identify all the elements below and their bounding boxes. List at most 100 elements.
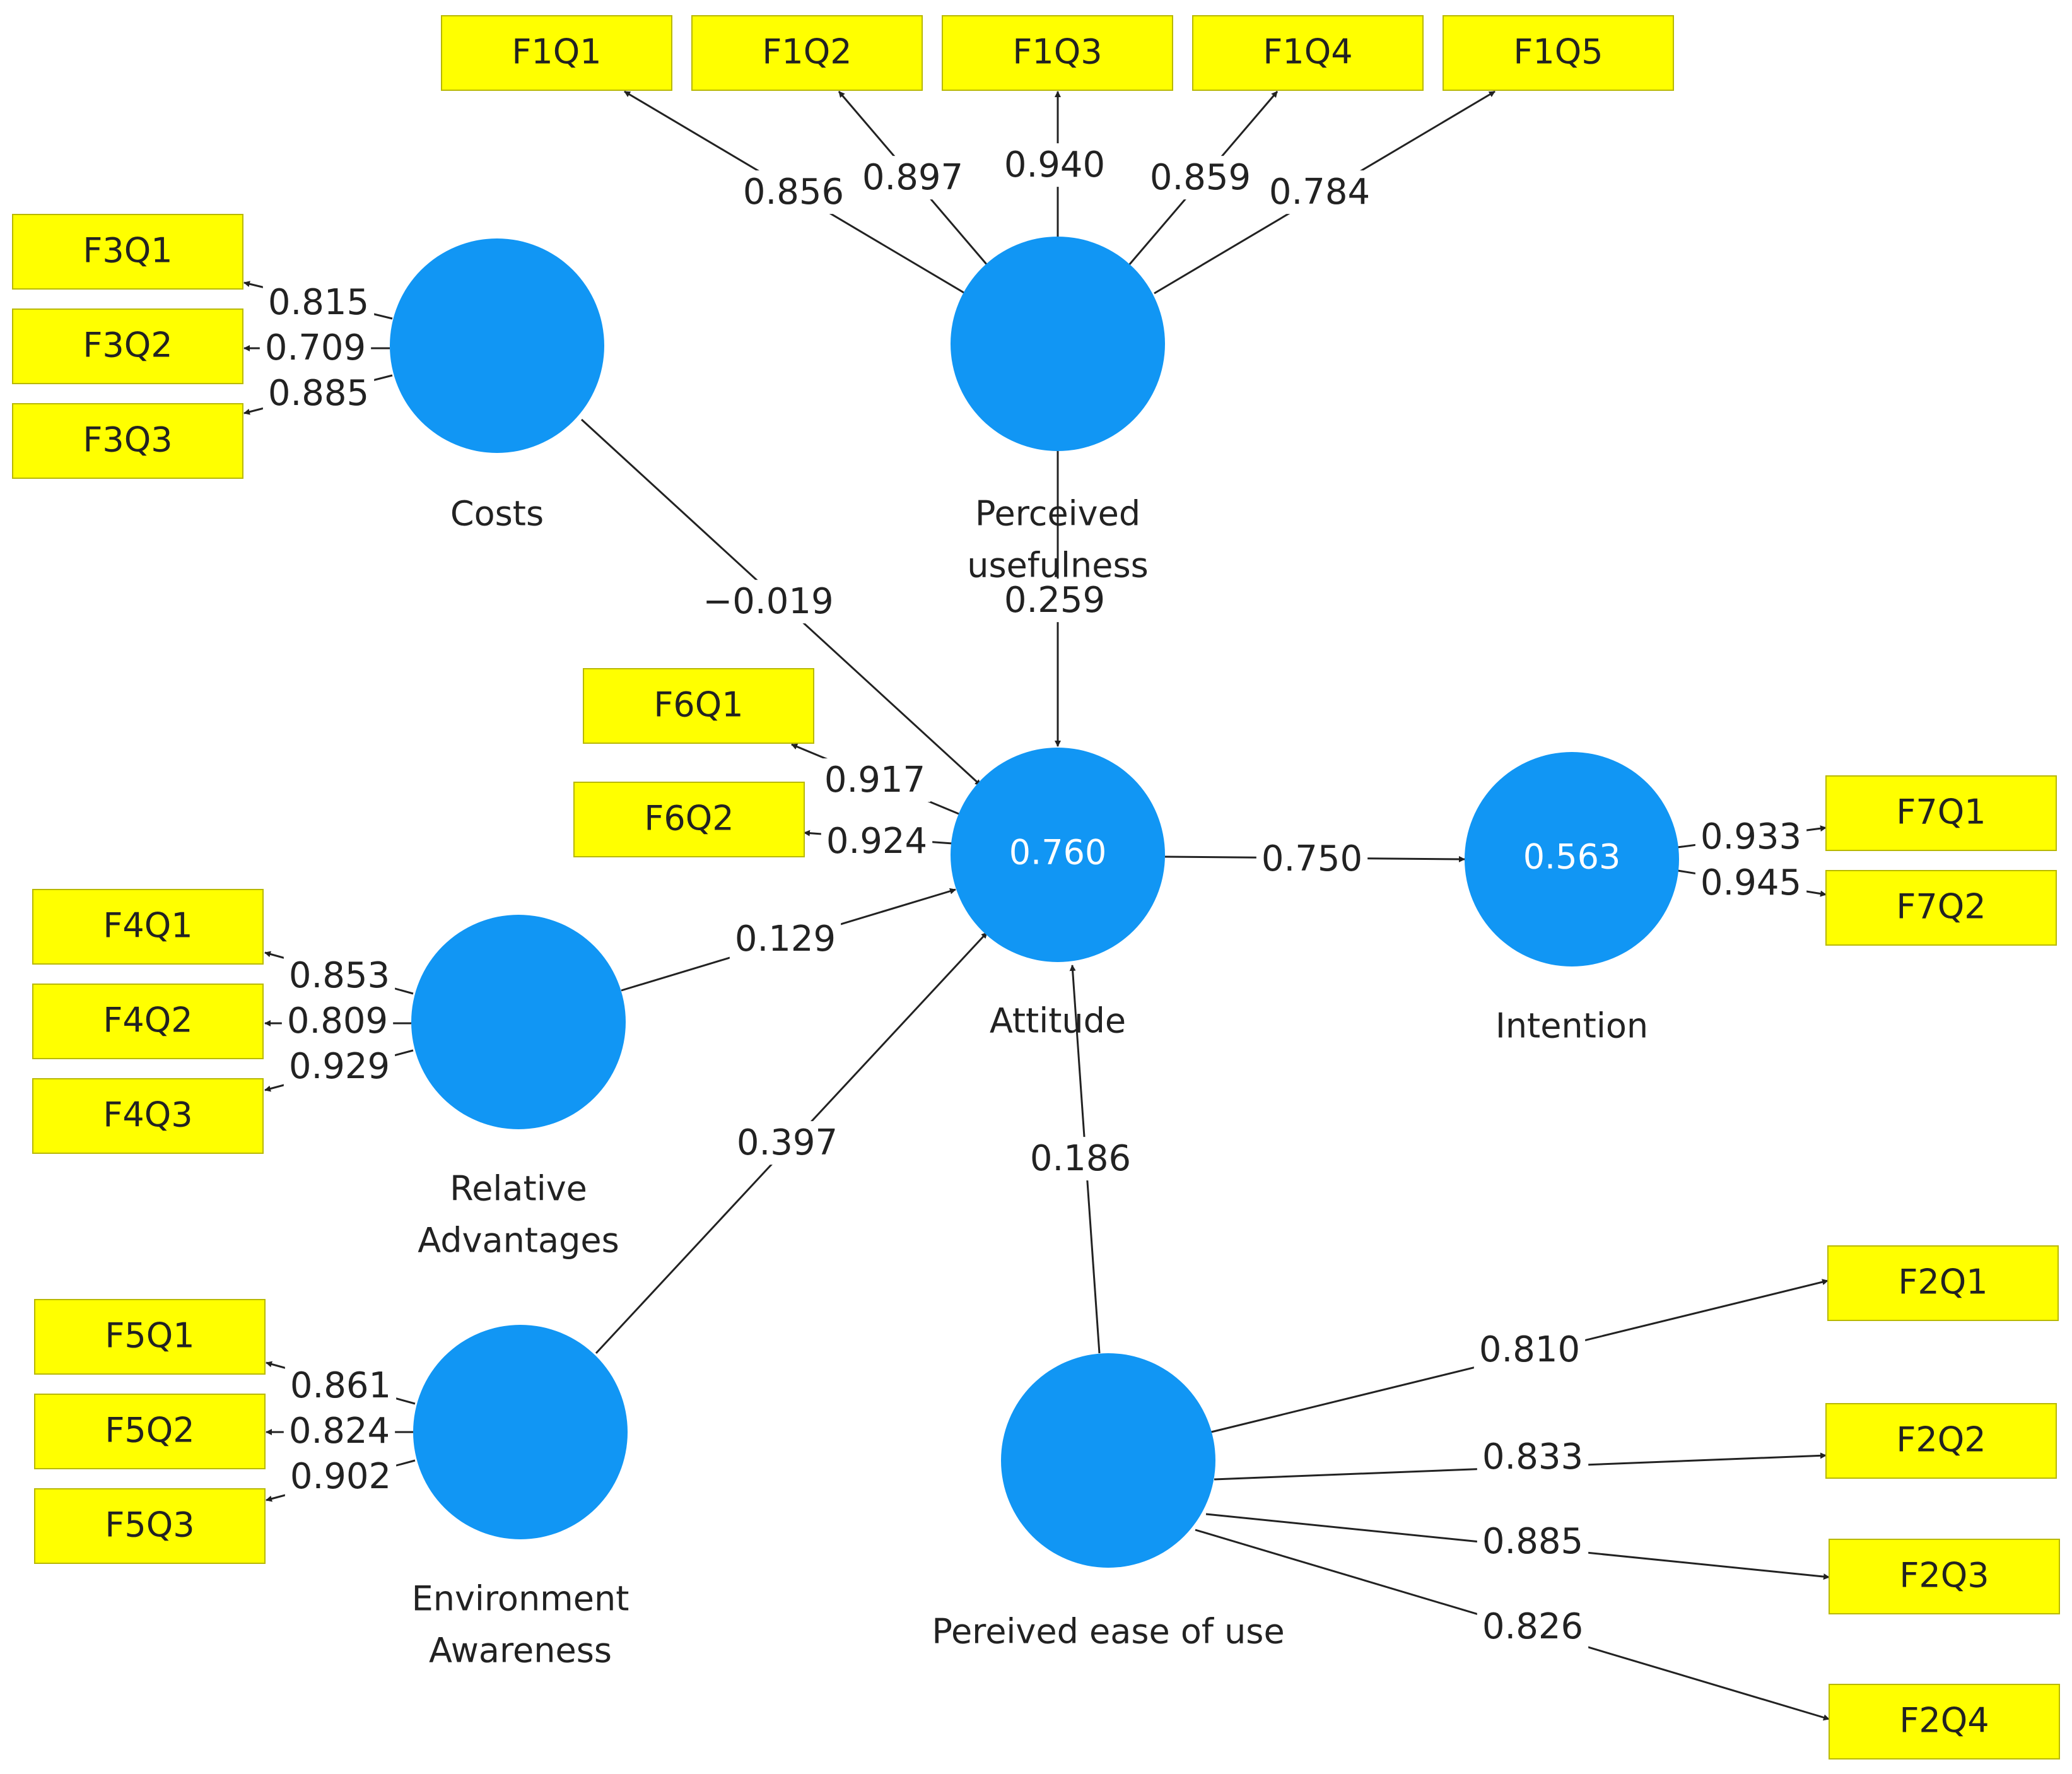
loading-value-f5q1: 0.861 (290, 1365, 391, 1406)
latent-name-f4: Relative (450, 1169, 587, 1209)
indicator-f6q2[interactable]: F6Q2 (573, 782, 805, 857)
loading-value-f4q1: 0.853 (289, 955, 390, 996)
indicator-f2q2[interactable]: F2Q2 (1825, 1403, 2057, 1479)
indicator-box (1825, 870, 2057, 946)
latent-name-f3: Costs (450, 494, 544, 534)
path-coefficient-f1-f6: 0.259 (1004, 580, 1105, 621)
indicator-f1q2[interactable]: F1Q2 (691, 15, 923, 91)
edge-label-bg (819, 758, 931, 802)
indicator-label: F3Q3 (83, 420, 172, 460)
latent-name-f5: Environment (412, 1579, 629, 1619)
edge-label-bg (1477, 1605, 1589, 1649)
path-coefficient-f2-f6: 0.186 (1030, 1138, 1131, 1179)
edge-label-bg (1695, 815, 1807, 859)
indicator-f2q1[interactable]: F2Q1 (1827, 1245, 2059, 1321)
indicator-label: F5Q2 (105, 1411, 194, 1450)
path-coefficient-f6-f7: 0.750 (1261, 838, 1362, 879)
loading-value-f1q2: 0.897 (862, 157, 963, 198)
latent-name-f2: Pereived ease of use (932, 1612, 1284, 1652)
indicator-box (1825, 1403, 2057, 1479)
edge-label-bg (857, 156, 969, 200)
latent-f5[interactable] (413, 1325, 628, 1539)
latent-circle (413, 1325, 628, 1539)
latent-circle (1001, 1353, 1215, 1568)
indicator-label: F7Q2 (1896, 887, 1986, 927)
loading-value-f1q3: 0.940 (1004, 144, 1105, 185)
indicator-label: F1Q5 (1513, 32, 1603, 72)
edge-label-bg (1477, 1520, 1589, 1564)
indicator-f1q1[interactable]: F1Q1 (441, 15, 672, 91)
indicator-f5q3[interactable]: F5Q3 (34, 1488, 266, 1564)
edge-label-bg (1263, 170, 1376, 214)
indicator-box (34, 1488, 266, 1564)
indicator-f2q4[interactable]: F2Q4 (1829, 1684, 2060, 1759)
indicator-f3q3[interactable]: F3Q3 (12, 403, 243, 479)
latent-circle (951, 748, 1165, 962)
latent-f7[interactable]: 0.563 (1465, 752, 1679, 966)
edge-label-bg (283, 1409, 395, 1454)
indicator-f6q1[interactable]: F6Q1 (583, 668, 814, 744)
indicator-label: F6Q2 (644, 799, 734, 838)
indicator-box (691, 15, 923, 91)
indicator-label: F5Q3 (105, 1505, 194, 1545)
loading-value-f3q2: 0.709 (265, 327, 366, 368)
indicator-f3q1[interactable]: F3Q1 (12, 214, 243, 290)
indicator-box (1827, 1245, 2059, 1321)
indicator-label: F2Q1 (1898, 1262, 1987, 1302)
indicator-box (32, 984, 264, 1059)
path-coefficient-f4-f6: 0.129 (735, 919, 836, 960)
loading-value-f3q3: 0.885 (268, 373, 369, 414)
indicator-f4q1[interactable]: F4Q1 (32, 889, 264, 965)
edge-label-bg (998, 579, 1111, 623)
indicator-f1q3[interactable]: F1Q3 (942, 15, 1173, 91)
indicator-box (12, 308, 243, 384)
loading-value-f2q2: 0.833 (1482, 1436, 1583, 1477)
indicator-f7q2[interactable]: F7Q2 (1825, 870, 2057, 946)
latent-name-f1: usefulness (967, 546, 1149, 585)
latent-f6[interactable]: 0.760 (951, 748, 1165, 962)
indicator-box (32, 1078, 264, 1154)
latent-circle (951, 237, 1165, 451)
indicator-f5q2[interactable]: F5Q2 (34, 1394, 266, 1469)
indicator-box (1829, 1684, 2060, 1759)
edge-label-bg (998, 143, 1111, 187)
indicator-f3q2[interactable]: F3Q2 (12, 308, 243, 384)
indicator-box (573, 782, 805, 857)
edge-label-bg (283, 954, 395, 998)
edge-label-bg (284, 1364, 397, 1408)
indicator-label: F7Q1 (1896, 792, 1986, 832)
edge-label-bg (1477, 1435, 1589, 1479)
indicator-box (1825, 775, 2057, 851)
loading-value-f1q1: 0.856 (743, 172, 844, 213)
loading-value-f7q2: 0.945 (1700, 862, 1801, 903)
indicator-label: F4Q2 (103, 1001, 192, 1040)
indicator-f4q3[interactable]: F4Q3 (32, 1078, 264, 1154)
indicator-label: F4Q3 (103, 1095, 192, 1135)
loading-value-f1q5: 0.784 (1269, 172, 1370, 213)
indicator-f4q2[interactable]: F4Q2 (32, 984, 264, 1059)
loading-value-f2q3: 0.885 (1482, 1521, 1583, 1562)
edge-label-bg (1695, 861, 1807, 905)
indicator-label: F1Q4 (1263, 32, 1352, 72)
latent-f1[interactable] (951, 237, 1165, 451)
indicator-f1q4[interactable]: F1Q4 (1192, 15, 1424, 91)
latent-f3[interactable] (390, 238, 604, 453)
indicator-f2q3[interactable]: F2Q3 (1829, 1539, 2060, 1614)
indicator-box (441, 15, 672, 91)
loading-value-f1q4: 0.859 (1150, 157, 1251, 198)
indicator-label: F1Q1 (512, 32, 601, 72)
indicator-label: F3Q2 (83, 326, 172, 365)
indicator-f7q1[interactable]: F7Q1 (1825, 775, 2057, 851)
indicator-box (12, 403, 243, 479)
indicator-f5q1[interactable]: F5Q1 (34, 1299, 266, 1375)
edge-label-bg (284, 1455, 397, 1499)
indicator-box (583, 668, 814, 744)
indicator-f1q5[interactable]: F1Q5 (1443, 15, 1674, 91)
latent-f4[interactable] (411, 915, 626, 1129)
loading-value-f4q3: 0.929 (289, 1046, 390, 1087)
latent-f2[interactable] (1001, 1353, 1215, 1568)
edge-label-bg (1473, 1328, 1586, 1372)
indicator-box (942, 15, 1173, 91)
